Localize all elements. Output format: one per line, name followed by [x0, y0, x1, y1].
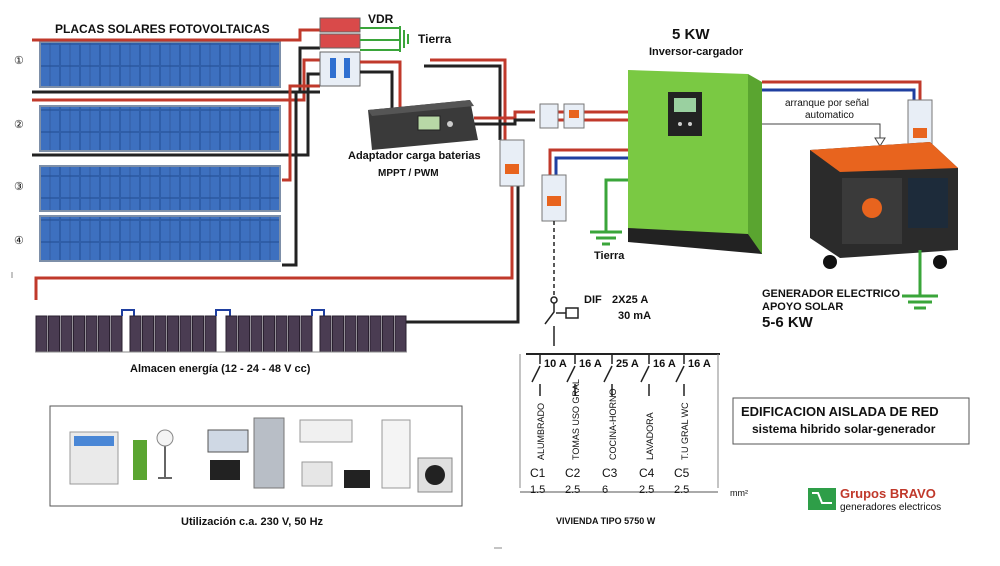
panels-title: PLACAS SOLARES FOTOVOLTAICAS — [55, 22, 270, 36]
mm-unit: mm² — [730, 488, 748, 498]
auto-start-line1: arranque por señal — [785, 98, 869, 109]
generator-power: 5-6 KW — [762, 314, 813, 331]
generator-subtitle: APOYO SOLAR — [762, 301, 844, 313]
solar-panel-3 — [39, 165, 281, 212]
battery-cell — [98, 315, 110, 353]
panel-number-3: ③ — [14, 181, 24, 193]
circuit-amps: 10 A — [544, 358, 567, 370]
title-box — [732, 397, 970, 445]
circuit-breaker-symbol — [603, 354, 613, 396]
battery-cell — [357, 315, 369, 353]
dif-sensitivity: 30 mA — [618, 310, 652, 322]
panel-number-2: ② — [14, 119, 24, 131]
charge-adapter-device — [368, 100, 478, 150]
battery-cell — [110, 315, 123, 353]
box-title: EDIFICACION AISLADA DE RED — [741, 404, 939, 419]
auto-start-line2: automatico — [805, 110, 854, 121]
battery-cell — [250, 315, 263, 353]
battery-cell — [35, 315, 48, 353]
generator-image — [810, 142, 958, 269]
circuit-id: C3 — [602, 466, 618, 480]
battery-cell — [275, 315, 288, 353]
adapter-subtitle: MPPT / PWM — [378, 168, 439, 179]
circuit-name: LAVADORA — [645, 412, 655, 460]
dif-label: DIF — [584, 294, 602, 306]
generator-title: GENERADOR ELECTRICO — [762, 288, 901, 300]
battery-cell — [382, 315, 394, 353]
circuit-name: TOMAS USO GRAL — [571, 379, 581, 460]
battery-cell — [288, 315, 300, 353]
panel-number-1: ① — [14, 55, 24, 67]
circuit-amps: 25 A — [616, 358, 639, 370]
circuit-section: 2.5 — [674, 484, 690, 496]
circuit-breaker-symbol — [566, 354, 576, 396]
appliances-image — [69, 417, 453, 493]
circuit-section: 1.5 — [530, 484, 546, 496]
battery-cell — [394, 315, 407, 353]
dc-breaker — [499, 103, 585, 187]
brand-tagline: generadores electricos — [840, 502, 942, 513]
battery-cell — [73, 315, 85, 353]
storage-label: Almacen energía (12 - 24 - 48 V cc) — [130, 363, 311, 375]
ac-breaker — [541, 174, 567, 222]
inverter-charger — [628, 70, 762, 254]
solar-panel-2 — [39, 105, 281, 152]
battery-cell — [319, 315, 332, 353]
brand-cart-icon — [808, 488, 836, 510]
panel-number-4: ④ — [14, 235, 24, 247]
battery-cell — [344, 315, 357, 353]
box-subtitle: sistema hibrido solar-generador — [752, 422, 936, 436]
battery-cell — [179, 315, 192, 353]
battery-cell — [192, 315, 204, 353]
dwelling-label: VIVIENDA TIPO 5750 W — [556, 516, 656, 526]
earth-label-inverter: Tierra — [594, 250, 625, 262]
circuit-id: C4 — [639, 466, 655, 480]
solar-panel-4 — [39, 215, 281, 262]
circuit-amps: 16 A — [653, 358, 676, 370]
battery-cell — [369, 315, 382, 353]
vdr-label: VDR — [368, 12, 394, 26]
dif-rating: 2X25 A — [612, 294, 649, 306]
earth-label-top: Tierra — [418, 32, 452, 46]
battery-bank — [35, 309, 407, 353]
circuit-breaker-symbol — [531, 354, 541, 396]
battery-cell — [204, 315, 217, 353]
circuit-id: C2 — [565, 466, 581, 480]
battery-cell — [225, 315, 238, 353]
battery-cell — [142, 315, 154, 353]
circuit-name: T.U GRAL WC — [680, 402, 690, 460]
solar-panel-array — [39, 41, 281, 262]
circuit-amps: 16 A — [688, 358, 711, 370]
circuit-name: ALUMBRADO — [536, 402, 546, 460]
battery-cell — [85, 315, 98, 353]
circuit-section: 2.5 — [639, 484, 655, 496]
usage-label: Utilización c.a. 230 V, 50 Hz — [181, 516, 324, 528]
battery-cell — [48, 315, 60, 353]
battery-cell — [300, 315, 313, 353]
circuit-section: 6 — [602, 484, 609, 496]
circuit-id: C5 — [674, 466, 690, 480]
circuit-id: C1 — [530, 466, 546, 480]
battery-cell — [154, 315, 167, 353]
brand-name: Grupos BRAVO — [840, 486, 936, 501]
circuit-section: 2.5 — [565, 484, 581, 496]
battery-cell — [263, 315, 275, 353]
adapter-title: Adaptador carga baterias — [348, 150, 481, 162]
battery-cell — [129, 315, 142, 353]
inverter-power: 5 KW — [672, 26, 710, 43]
battery-cell — [167, 315, 179, 353]
solar-panel-1 — [39, 41, 281, 88]
battery-cell — [60, 315, 73, 353]
circuit-breaker-symbol — [640, 354, 650, 396]
differential-switch — [544, 296, 579, 346]
circuit-amps: 16 A — [579, 358, 602, 370]
vdr-protection — [319, 17, 409, 87]
inverter-name: Inversor-cargador — [649, 46, 744, 58]
circuit-breaker-symbol — [675, 354, 685, 396]
battery-cell — [332, 315, 344, 353]
circuit-name: COCINA-HORNO — [608, 388, 618, 461]
battery-cell — [238, 315, 250, 353]
